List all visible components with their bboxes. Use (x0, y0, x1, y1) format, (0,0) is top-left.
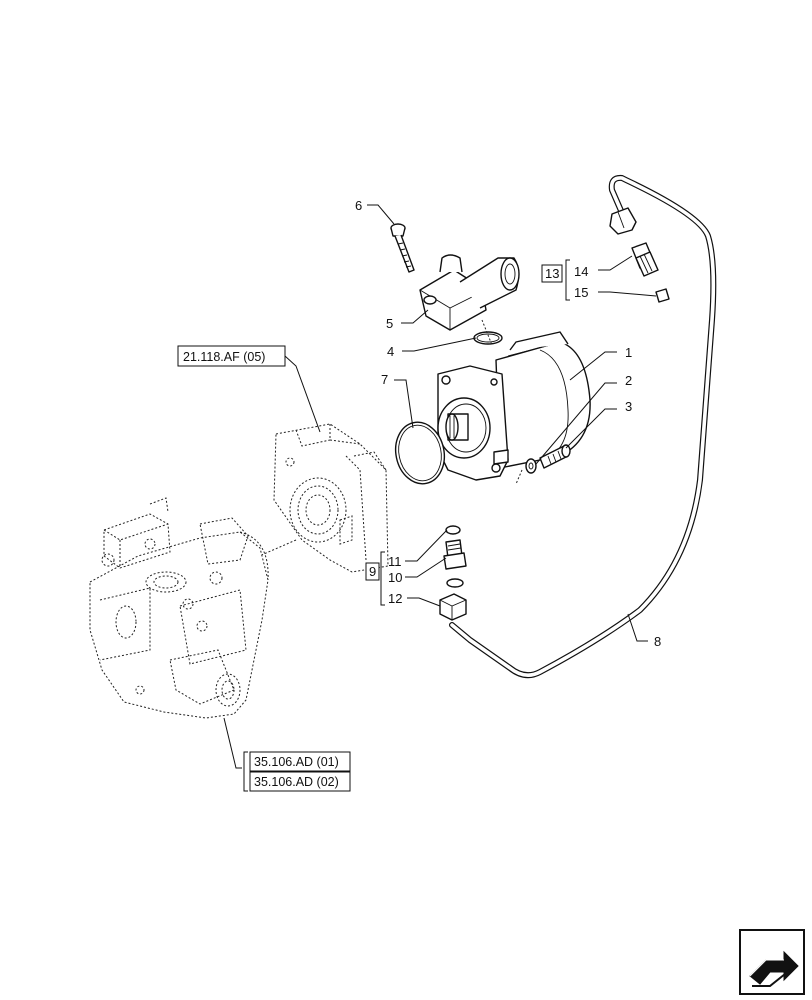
o-ring-11 (445, 525, 461, 535)
group-9-label: 9 (365, 562, 380, 581)
reference-link-21-118[interactable]: 21.118.AF (05) (177, 345, 286, 367)
reference-21-118-text[interactable]: 21.118.AF (05) (183, 350, 265, 364)
fitting-14 (631, 242, 659, 277)
screw-3 (539, 444, 571, 469)
tube-top-nut (609, 207, 637, 235)
callout-11: 11 (388, 554, 402, 569)
screw-6 (390, 223, 415, 273)
hydraulic-tube-8 (449, 174, 717, 679)
callout-15: 15 (574, 285, 588, 300)
callout-7: 7 (381, 372, 388, 387)
elbow-fitting-5 (419, 254, 520, 331)
callout-3: 3 (625, 399, 632, 414)
next-page-arrow-icon[interactable] (739, 929, 805, 995)
reference-link-35-106-01[interactable]: 35.106.AD (01) (249, 751, 351, 772)
o-ring-4 (473, 331, 503, 345)
o-ring-7 (394, 421, 446, 485)
adapter-10 (443, 539, 467, 570)
callout-13: 13 (545, 266, 559, 281)
cap-15 (655, 288, 670, 303)
washer-2 (525, 458, 537, 474)
reference-link-35-106-02[interactable]: 35.106.AD (02) (249, 771, 351, 792)
callout-8: 8 (654, 634, 661, 649)
callout-2: 2 (625, 373, 632, 388)
reference-35-106-02-text[interactable]: 35.106.AD (02) (254, 775, 339, 789)
group-13-label: 13 (541, 264, 563, 283)
callout-9: 9 (369, 564, 376, 579)
callout-4: 4 (387, 344, 394, 359)
pump-assembly-reference (89, 497, 269, 719)
transmission-housing-reference (273, 423, 389, 573)
callout-10: 10 (388, 570, 402, 585)
leader-lines (223, 204, 657, 769)
group-brackets (243, 259, 570, 792)
callout-6: 6 (355, 198, 362, 213)
callout-12: 12 (388, 591, 402, 606)
callout-5: 5 (386, 316, 393, 331)
callout-14: 14 (574, 264, 588, 279)
hydraulic-pump-1 (437, 331, 591, 481)
reference-35-106-01-text[interactable]: 35.106.AD (01) (254, 755, 339, 769)
tube-nut-bottom (439, 593, 467, 621)
o-ring-12 (446, 578, 464, 588)
callout-1: 1 (625, 345, 632, 360)
callout-labels: 1 2 3 4 5 6 7 8 14 15 11 10 12 (355, 198, 661, 649)
